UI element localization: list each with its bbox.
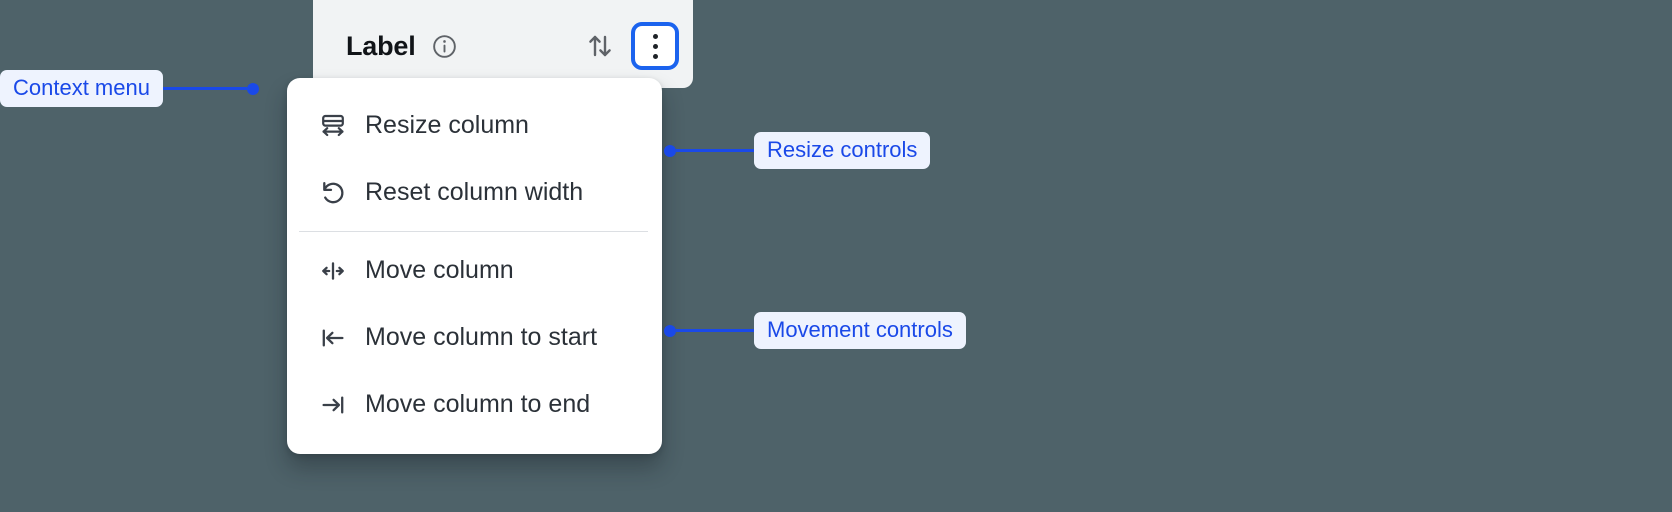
annotation-label: Movement controls bbox=[754, 312, 966, 349]
resize-column-icon bbox=[318, 111, 348, 141]
menu-item-move-column-to-start[interactable]: Move column to start bbox=[287, 304, 662, 371]
kebab-dot-3 bbox=[652, 53, 658, 59]
move-to-end-icon bbox=[318, 390, 348, 420]
menu-item-move-column[interactable]: Move column bbox=[287, 237, 662, 304]
annotation-anchor-dot bbox=[664, 144, 676, 157]
annotation-leader-line bbox=[676, 149, 754, 152]
menu-item-move-column-to-end[interactable]: Move column to end bbox=[287, 371, 662, 438]
reset-width-icon bbox=[318, 178, 348, 208]
menu-separator bbox=[299, 231, 648, 232]
annotation-anchor-dot bbox=[246, 82, 259, 95]
move-to-start-icon bbox=[318, 323, 348, 353]
annotation-leader-line bbox=[676, 329, 754, 332]
page-title: Label bbox=[346, 30, 416, 61]
menu-item-resize-column[interactable]: Resize column bbox=[287, 92, 662, 159]
menu-item-label: Move column bbox=[365, 256, 514, 284]
column-header-row: Label bbox=[346, 18, 679, 74]
menu-item-reset-column-width[interactable]: Reset column width bbox=[287, 159, 662, 226]
annotation-label: Context menu bbox=[0, 70, 163, 107]
menu-item-label: Move column to start bbox=[365, 323, 598, 351]
context-menu: Resize column Reset column width bbox=[287, 78, 662, 454]
annotation-resize-controls: Resize controls bbox=[664, 132, 931, 169]
annotation-anchor-dot bbox=[664, 324, 676, 337]
kebab-dot-1 bbox=[652, 33, 658, 39]
menu-item-label: Resize column bbox=[365, 111, 529, 139]
move-column-icon bbox=[318, 256, 348, 286]
menu-item-label: Move column to end bbox=[365, 390, 591, 418]
sort-arrows-icon[interactable] bbox=[583, 29, 617, 63]
annotation-label: Resize controls bbox=[754, 132, 931, 169]
annotation-context-menu: Context menu bbox=[0, 70, 259, 107]
annotation-leader-line bbox=[162, 87, 247, 90]
info-circle-icon[interactable] bbox=[431, 33, 458, 60]
column-header-card: Label bbox=[313, 0, 693, 88]
menu-item-label: Reset column width bbox=[365, 178, 584, 206]
more-vertical-icon[interactable] bbox=[631, 22, 679, 70]
kebab-dot-2 bbox=[652, 43, 658, 49]
annotation-movement-controls: Movement controls bbox=[664, 312, 966, 349]
